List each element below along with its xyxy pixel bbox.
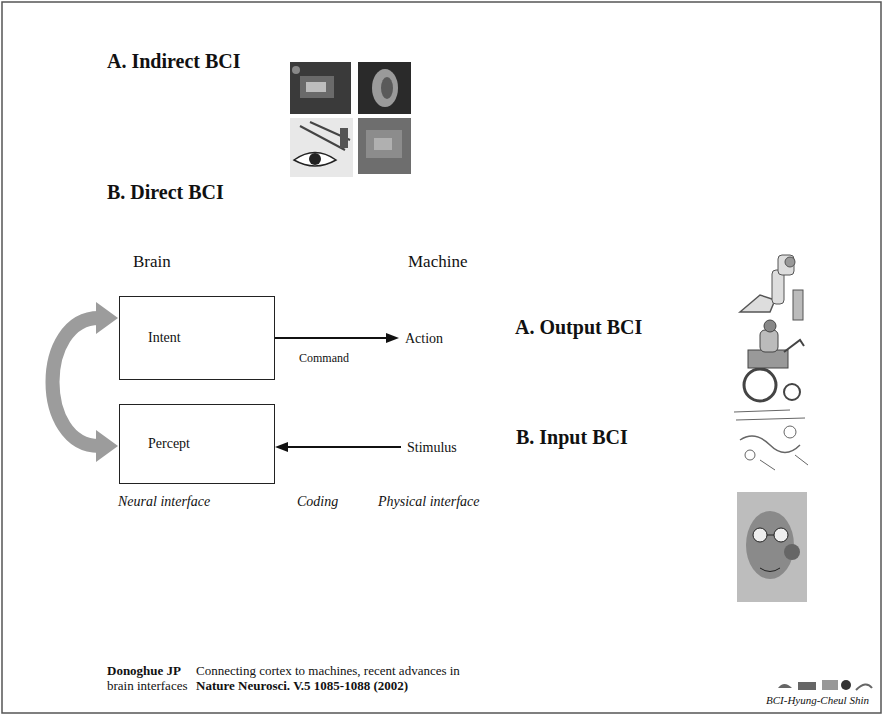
indirect-bci-photos [290, 62, 411, 177]
implant-diagram-picture [734, 410, 808, 470]
node-text: Action [405, 331, 443, 346]
slide-label: Coding [297, 494, 338, 510]
process-box: Intent [119, 296, 275, 380]
wheelchair-picture [744, 320, 804, 401]
edge-label: Command [297, 351, 351, 366]
node-text: Stimulus [407, 440, 457, 455]
slide-label: A. Indirect BCI [107, 50, 241, 73]
arrow-head [96, 302, 118, 334]
robot-arm-picture [740, 255, 803, 320]
connector [275, 333, 399, 343]
arrow-head [96, 430, 118, 462]
connector [53, 302, 119, 462]
machine-term: Action [402, 327, 446, 349]
node-text: Intent [148, 330, 181, 346]
slide-label: BCI-Hyung-Cheul Shin [766, 694, 869, 707]
slide-label: A. Output BCI [515, 316, 642, 339]
slide-label: Machine [408, 252, 467, 272]
arrow-head [275, 442, 288, 452]
slide-label: Nature Neurosci. V.5 1085-1088 (2002) [196, 679, 408, 694]
slide-label: Neural interface [118, 494, 210, 510]
feedback-loop-arrow [53, 318, 100, 446]
slide-label: B. Direct BCI [107, 181, 224, 204]
slide-label: Brain [133, 252, 171, 272]
arrow-head [386, 333, 399, 343]
slide-label: Donoghue JP [107, 664, 181, 679]
slide-label: Physical interface [378, 494, 479, 510]
face-picture [737, 492, 807, 602]
command-arrow [285, 446, 401, 448]
slide-label: brain interfaces [107, 679, 187, 694]
author-logo [778, 680, 872, 690]
node-text: Percept [148, 436, 190, 452]
slide-label: B. Input BCI [516, 426, 628, 449]
connector [275, 442, 401, 452]
machine-term: Stimulus [404, 436, 460, 458]
process-box: Percept [119, 404, 275, 484]
slide-label: Connecting cortex to machines, recent ad… [196, 664, 460, 679]
command-arrow [275, 337, 389, 339]
